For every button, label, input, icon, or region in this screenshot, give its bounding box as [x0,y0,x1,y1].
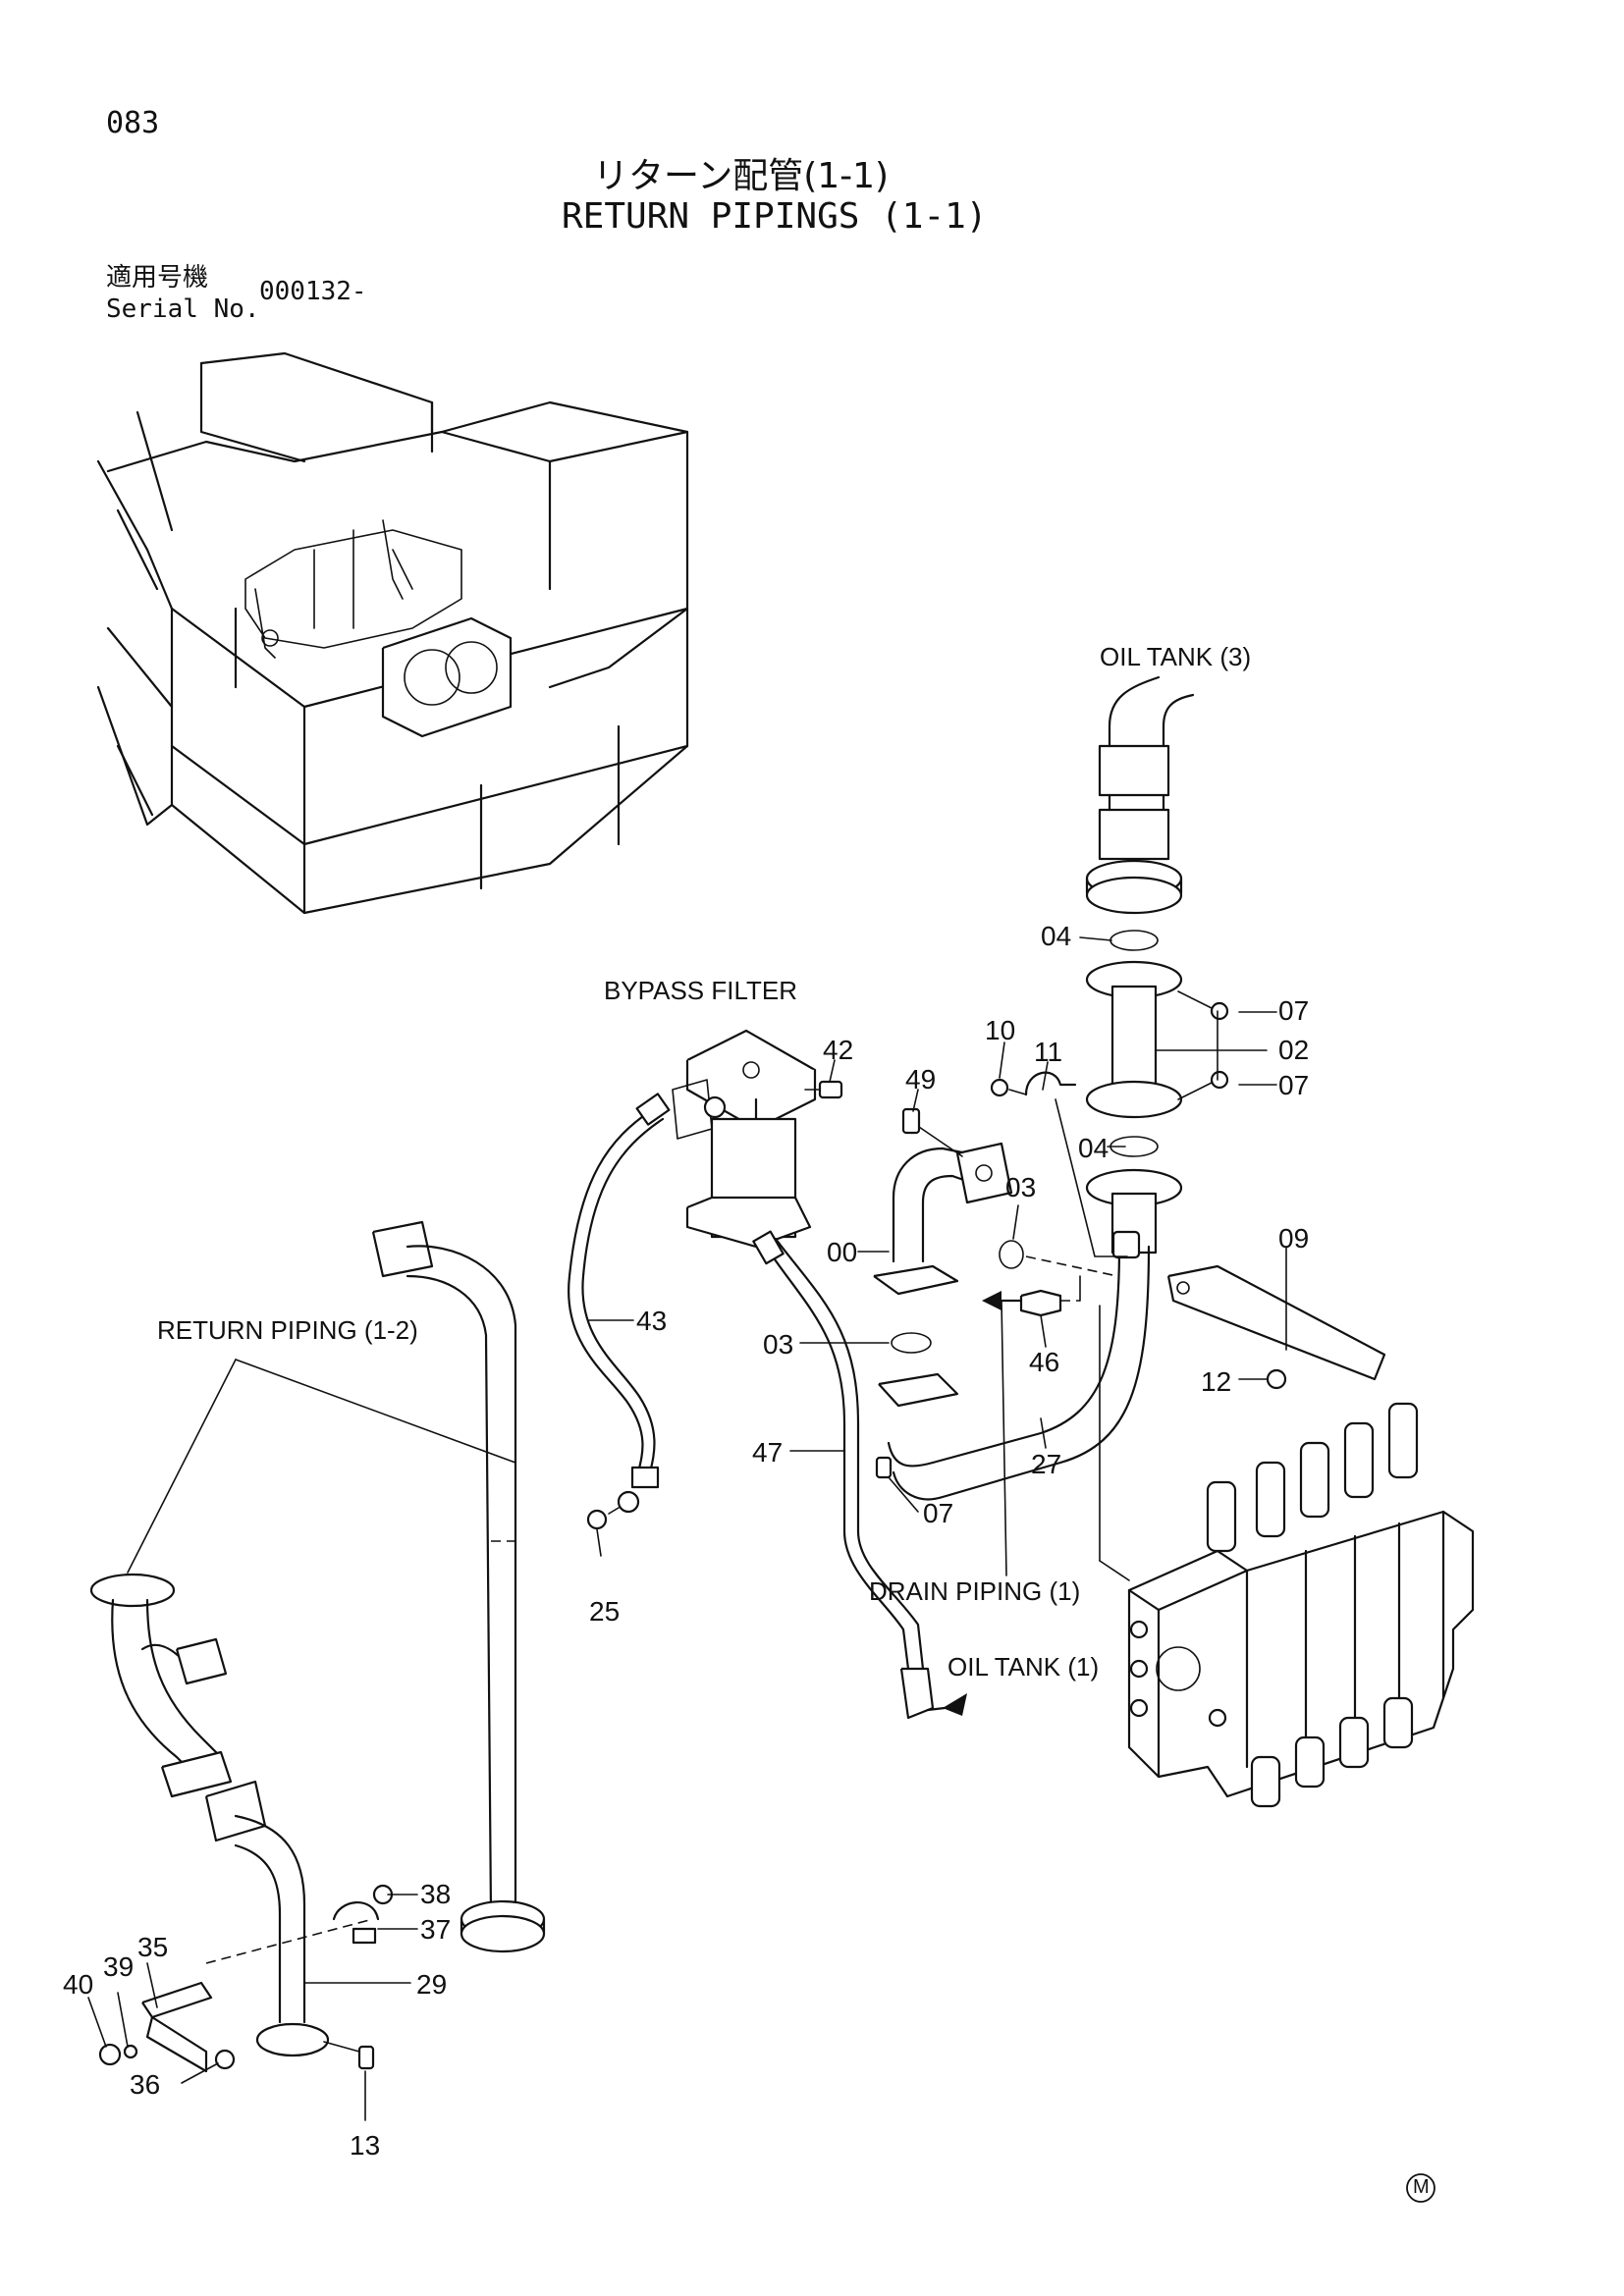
callout-03: 03 [1005,1172,1037,1202]
callout-35: 35 [137,1932,169,1962]
return-piping-1-2-drawing [89,1220,546,2073]
control-valve-drawing [1099,1305,1475,1808]
machine-overview-drawing [96,351,689,915]
serial-number-label: Serial No. [106,294,260,324]
label-drain-piping-1: DRAIN PIPING (1) [869,1576,1081,1606]
callout-04: 04 [1041,921,1072,951]
callout-10: 10 [985,1015,1016,1045]
manufacturer-mark-letter: M [1413,2176,1430,2198]
callout-42: 42 [823,1035,854,1065]
callout-07: 07 [1278,995,1310,1026]
callout-09: 09 [1278,1223,1310,1254]
callout-43: 43 [636,1306,668,1336]
callout-39: 39 [103,1951,135,1982]
callout-13: 13 [350,2130,381,2161]
label-bypass-filter: BYPASS FILTER [604,976,797,1005]
callout-00: 00 [827,1237,858,1267]
callout-46: 46 [1029,1347,1060,1377]
callout-29: 29 [416,1969,448,2000]
label-return-piping-1-2: RETURN PIPING (1-2) [157,1315,418,1345]
serial-number-value: 000132- [259,277,367,306]
callout-27: 27 [1031,1449,1062,1479]
callout-47: 47 [752,1437,784,1468]
callout-40: 40 [63,1969,94,2000]
callout-11: 11 [1034,1037,1063,1067]
callout-36: 36 [130,2069,161,2100]
callout-12: 12 [1201,1366,1232,1397]
label-oil-tank-1: OIL TANK (1) [947,1652,1100,1682]
oil-tank-3-pipe-assembly [873,675,1386,1501]
callout-02: 02 [1278,1035,1310,1065]
leader-lines [87,936,1287,2121]
label-oil-tank-3: OIL TANK (3) [1100,642,1252,671]
callout-03: 03 [763,1329,794,1360]
callout-07: 07 [1278,1070,1310,1100]
page-title-japanese: リターン配管(1-1) [593,156,890,196]
callout-38: 38 [420,1879,452,1909]
callout-37: 37 [420,1914,452,1945]
callout-25: 25 [589,1596,621,1627]
callout-07: 07 [923,1498,954,1528]
callout-49: 49 [905,1064,937,1095]
bypass-filter-assembly [568,1029,967,1720]
page-title: RETURN PIPINGS (1-1) [562,196,988,237]
callout-04: 04 [1078,1133,1110,1163]
page-number: 083 [106,106,160,140]
manufacturer-mark [1406,2173,1435,2203]
applicable-model-label: 適用号機 [106,263,209,293]
